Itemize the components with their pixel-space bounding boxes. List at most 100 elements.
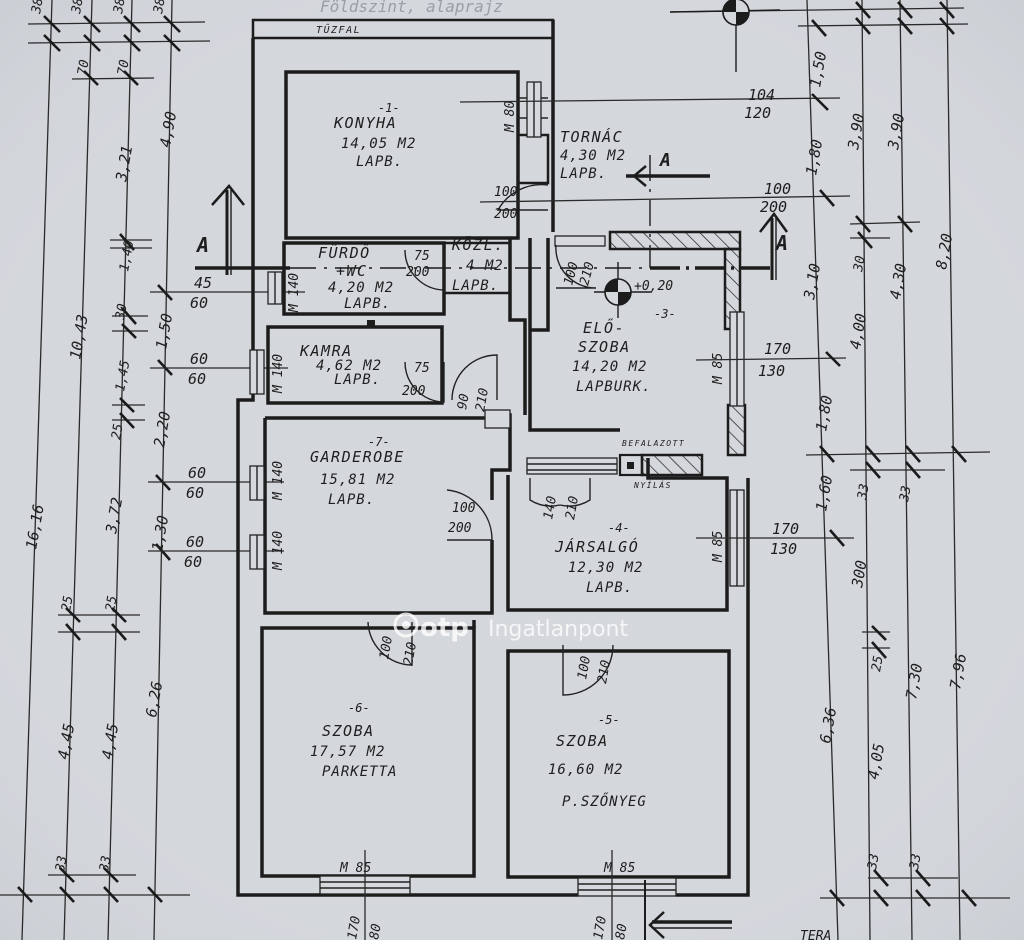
svg-text:4,05: 4,05 (864, 742, 888, 781)
svg-text:100: 100 (377, 635, 396, 661)
fire-wall-label: TŰZFAL (316, 22, 361, 36)
room-bedroom-5: -5- SZOBA 16,60 M2 P.SZŐNYEG (548, 713, 646, 810)
window-size-labels: M 80 M 140 M 140 M 140 M 140 M 85 M 85 M… (271, 101, 726, 876)
svg-text:Ingatlanpont: Ingatlanpont (488, 617, 628, 642)
svg-text:100: 100 (494, 185, 518, 200)
svg-text:4,00: 4,00 (846, 312, 870, 351)
svg-text:170: 170 (345, 915, 364, 940)
svg-text:LAPB.: LAPB. (586, 580, 633, 596)
svg-text:JÁRSALGÓ: JÁRSALGÓ (554, 537, 639, 556)
svg-text:SZOBA: SZOBA (556, 732, 609, 750)
svg-text:-4-: -4- (608, 521, 630, 535)
svg-text:4,45: 4,45 (54, 722, 78, 761)
svg-text:200: 200 (406, 265, 430, 280)
svg-text:SZOBA: SZOBA (322, 722, 375, 740)
svg-text:300: 300 (848, 559, 871, 590)
svg-text:otp: otp (420, 613, 469, 643)
svg-text:200: 200 (760, 198, 787, 216)
section-arrow-left: A (195, 184, 245, 275)
svg-text:17,57 M2: 17,57 M2 (310, 744, 385, 760)
svg-text:6,26: 6,26 (142, 680, 166, 719)
svg-text:1,45: 1,45 (113, 359, 133, 393)
svg-text:120: 120 (744, 104, 771, 122)
svg-text:100: 100 (764, 180, 791, 198)
right-dimension-labels: 104 120 100 200 170 130 170 130 1,50 1,8… (744, 50, 970, 872)
svg-text:4,20 M2: 4,20 M2 (328, 280, 394, 296)
svg-text:25: 25 (103, 595, 121, 613)
svg-text:30: 30 (851, 255, 869, 274)
door-size-labels: 75 200 75 200 90 210 100 200 100 200 100… (377, 185, 614, 685)
sill-dimension-labels: 45 60 60 60 60 60 60 60 (184, 274, 212, 571)
svg-text:-3-: -3- (654, 307, 676, 321)
svg-text:KONYHA: KONYHA (333, 114, 397, 132)
room-pantry: KAMRA 4,62 M2 LAPB. (299, 342, 381, 388)
svg-text:M 80: M 80 (503, 101, 518, 133)
svg-text:170: 170 (772, 520, 799, 538)
svg-text:104: 104 (748, 86, 775, 104)
svg-text:M 85: M 85 (711, 353, 726, 385)
svg-text:14,05 M2: 14,05 M2 (341, 136, 416, 152)
svg-text:4,30: 4,30 (886, 262, 910, 301)
svg-text:80: 80 (613, 923, 631, 940)
svg-text:KÖZL.: KÖZL. (451, 235, 505, 254)
svg-text:33: 33 (897, 485, 915, 504)
svg-text:TORNÁC: TORNÁC (560, 127, 623, 146)
svg-text:33: 33 (855, 483, 873, 502)
terrace-label: TERA (800, 929, 831, 940)
svg-text:M 140: M 140 (287, 273, 302, 313)
svg-text:70: 70 (75, 59, 93, 77)
svg-text:33: 33 (865, 853, 883, 872)
chimney-note-bottom: NYÍLÁS (633, 479, 672, 490)
level-marker-hall (594, 262, 652, 318)
svg-text:6,36: 6,36 (816, 706, 840, 745)
svg-text:25: 25 (109, 423, 127, 441)
svg-text:38: 38 (111, 0, 129, 16)
svg-text:75: 75 (414, 361, 430, 376)
svg-text:1,30: 1,30 (148, 514, 172, 553)
section-line-a (195, 155, 770, 270)
svg-text:LAPBURK.: LAPBURK. (576, 379, 651, 395)
svg-text:210: 210 (577, 260, 598, 287)
svg-text:GARDEROBE: GARDEROBE (310, 448, 405, 466)
svg-text:+WC: +WC (336, 262, 368, 280)
svg-text:70: 70 (115, 59, 133, 77)
svg-text:7,30: 7,30 (902, 662, 926, 701)
svg-text:200: 200 (448, 521, 472, 536)
chimney (367, 320, 644, 477)
svg-text:210: 210 (473, 387, 492, 413)
room-bedroom-6: -6- SZOBA 17,57 M2 PARKETTA (310, 701, 396, 780)
svg-text:60: 60 (186, 484, 204, 502)
svg-text:100: 100 (561, 260, 582, 287)
room-corridor: KÖZL. 4 M2 LAPB. (451, 235, 505, 294)
svg-text:1,60: 1,60 (812, 474, 836, 513)
svg-text:60: 60 (184, 553, 202, 571)
svg-text:4,30 M2: 4,30 M2 (560, 148, 626, 164)
svg-text:A: A (195, 233, 209, 257)
svg-text:2,20: 2,20 (150, 410, 174, 449)
svg-text:38: 38 (69, 0, 87, 16)
svg-text:4,90: 4,90 (156, 110, 180, 149)
svg-text:100: 100 (575, 655, 594, 681)
svg-text:FÜRDŐ: FÜRDŐ (318, 242, 371, 262)
svg-text:A: A (659, 150, 671, 171)
room-bathroom: FÜRDŐ +WC 4,20 M2 LAPB. (318, 242, 394, 312)
svg-text:80: 80 (367, 923, 385, 940)
svg-text:60: 60 (188, 464, 206, 482)
svg-text:12,30 M2: 12,30 M2 (568, 560, 643, 576)
room-hall: -3- ELŐ- SZOBA 14,20 M2 LAPBURK. (572, 307, 676, 395)
svg-text:140: 140 (541, 495, 560, 521)
svg-text:15,81 M2: 15,81 M2 (320, 472, 395, 488)
svg-text:16,60 M2: 16,60 M2 (548, 762, 623, 778)
svg-text:-5-: -5- (598, 713, 620, 727)
svg-text:1,40: 1,40 (117, 239, 137, 273)
svg-text:4,45: 4,45 (98, 722, 122, 761)
svg-text:130: 130 (758, 362, 785, 380)
svg-text:KAMRA: KAMRA (299, 342, 353, 360)
svg-text:LAPB.: LAPB. (560, 166, 607, 182)
svg-text:-6-: -6- (348, 701, 370, 715)
svg-text:M 85: M 85 (711, 531, 726, 563)
svg-text:LAPB.: LAPB. (344, 296, 391, 312)
svg-text:4 M2: 4 M2 (466, 258, 504, 274)
svg-text:M 140: M 140 (271, 531, 286, 571)
svg-text:LAPB.: LAPB. (334, 372, 381, 388)
